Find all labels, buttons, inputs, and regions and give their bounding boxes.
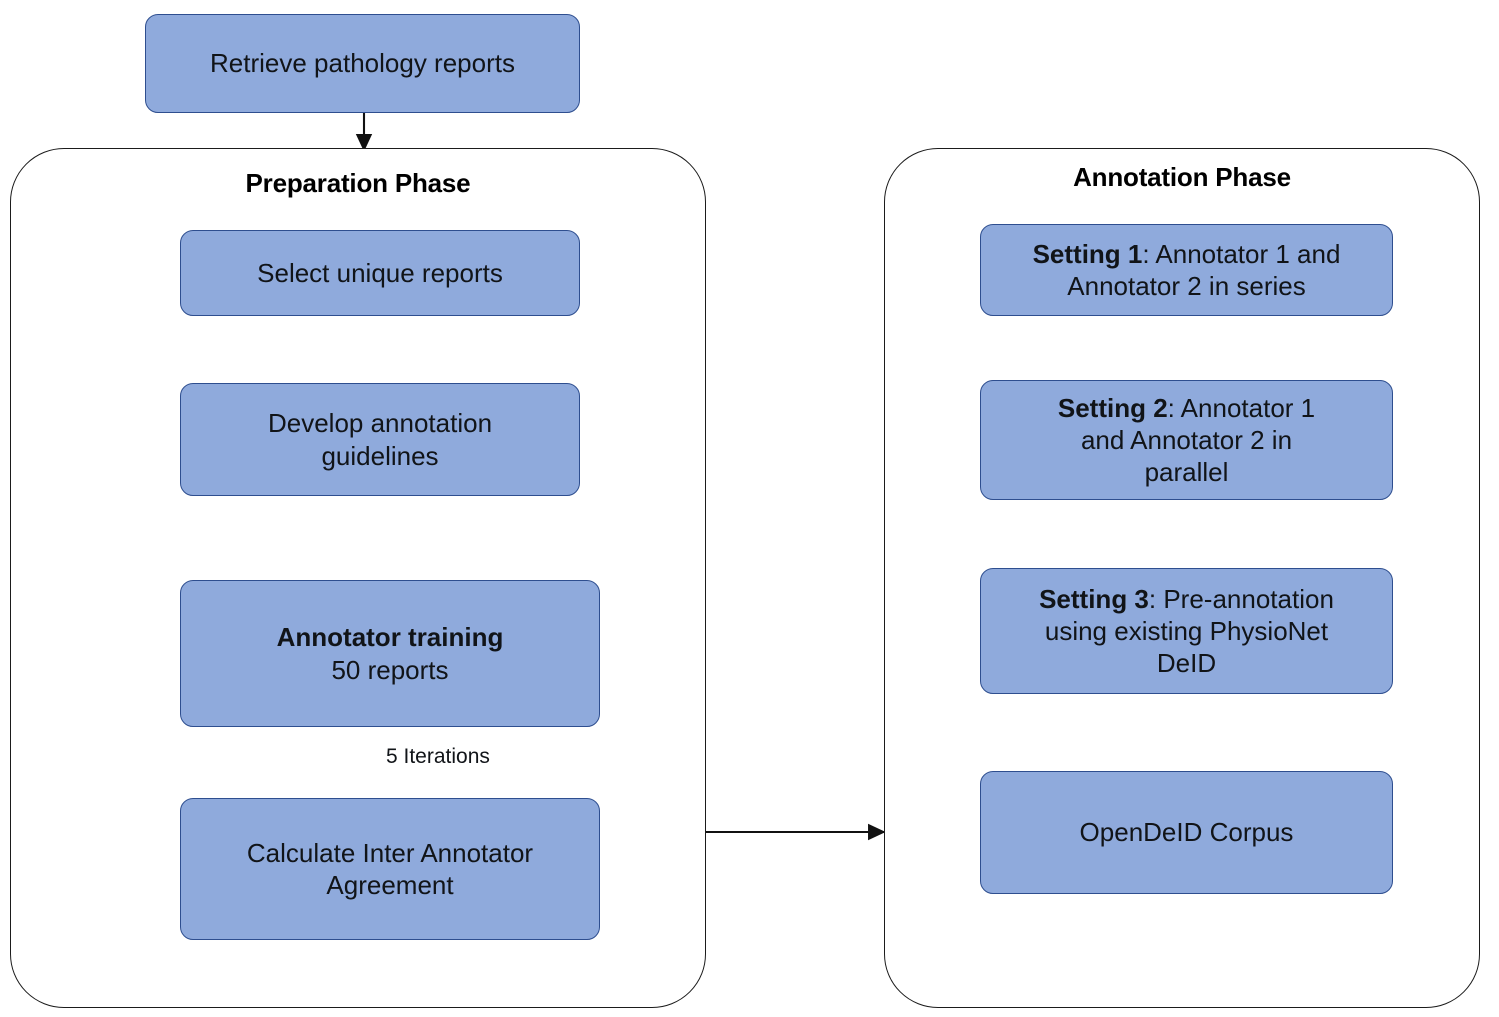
node-label-bold: Setting 3 xyxy=(1039,583,1149,614)
node-setting-1[interactable]: Setting 1: Annotator 1 and Annotator 2 i… xyxy=(980,224,1393,316)
node-label-bold: Setting 2 xyxy=(1057,392,1168,423)
node-label: Setting 1: Annotator 1 and Annotator 2 i… xyxy=(993,238,1380,302)
node-label-line2: and Annotator 2 in xyxy=(1080,424,1293,455)
node-label-line2: Annotator 2 in series xyxy=(1067,271,1306,301)
node-retrieve-pathology-reports[interactable]: Retrieve pathology reports xyxy=(145,14,580,113)
node-setting-3[interactable]: Setting 3: Pre-annotation using existing… xyxy=(980,568,1393,694)
node-select-unique-reports[interactable]: Select unique reports xyxy=(180,230,580,316)
node-label-line1: Calculate Inter Annotator xyxy=(246,837,534,868)
node-label-line1: : Pre-annotation xyxy=(1148,583,1334,614)
node-label-line1: : Annotator 1 and xyxy=(1142,238,1341,269)
preparation-phase-title: Preparation Phase xyxy=(245,168,471,198)
node-label: Select unique reports xyxy=(257,257,503,288)
node-label-line1: Develop annotation xyxy=(267,408,493,439)
node-label-line2: 50 reports xyxy=(331,654,449,685)
node-label-line2: Agreement xyxy=(326,870,454,900)
node-develop-annotation-guidelines[interactable]: Develop annotation guidelines xyxy=(180,383,580,496)
annotation-phase-title: Annotation Phase xyxy=(1073,162,1291,192)
node-label: Setting 2: Annotator 1 and Annotator 2 i… xyxy=(993,392,1380,489)
node-label-line3: DeID xyxy=(1156,648,1217,679)
node-label-bold: Setting 1 xyxy=(1032,238,1143,269)
node-label: Annotator training 50 reports xyxy=(193,621,587,685)
node-calculate-inter-annotator-agreement[interactable]: Calculate Inter Annotator Agreement xyxy=(180,798,600,940)
node-opendeid-corpus[interactable]: OpenDeID Corpus xyxy=(980,771,1393,894)
node-label: OpenDeID Corpus xyxy=(1079,817,1294,848)
node-label-line1: : Annotator 1 xyxy=(1167,392,1316,423)
node-label: Setting 3: Pre-annotation using existing… xyxy=(993,583,1380,680)
edge-label-iterations: 5 Iterations xyxy=(386,745,490,768)
node-label-line2: using existing PhysioNet xyxy=(1044,615,1329,646)
node-setting-2[interactable]: Setting 2: Annotator 1 and Annotator 2 i… xyxy=(980,380,1393,500)
node-label: Develop annotation guidelines xyxy=(193,407,567,471)
node-label: Calculate Inter Annotator Agreement xyxy=(193,837,587,901)
node-label-line3: parallel xyxy=(1144,457,1229,488)
node-annotator-training[interactable]: Annotator training 50 reports xyxy=(180,580,600,727)
node-label-line2: guidelines xyxy=(321,440,439,471)
node-label: Retrieve pathology reports xyxy=(210,48,515,79)
node-label-bold: Annotator training xyxy=(276,622,504,653)
